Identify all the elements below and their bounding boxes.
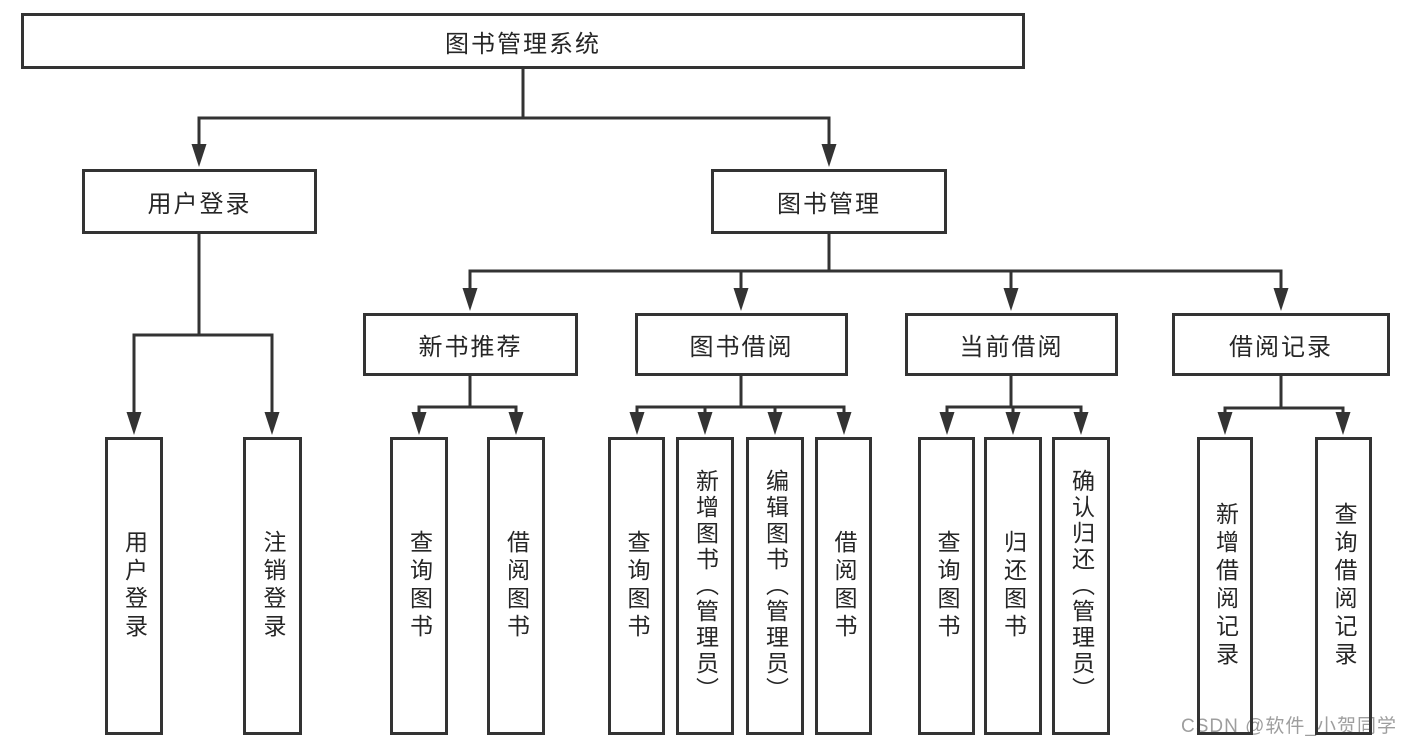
leaf-label: 查询借阅记录 — [1331, 502, 1357, 670]
leaf-label: 新增借阅记录 — [1212, 502, 1239, 670]
leaf-query-books-current: 查询图书 — [918, 437, 975, 735]
leaf-label: 确认归还（管理员） — [1068, 469, 1095, 703]
leaf-label: 借阅图书 — [503, 530, 530, 642]
node-root: 图书管理系统 — [21, 13, 1025, 69]
leaf-label: 新增图书（管理员） — [692, 469, 719, 703]
node-current-borrow: 当前借阅 — [905, 313, 1118, 376]
node-borrow-records: 借阅记录 — [1172, 313, 1390, 376]
leaf-query-books-recommend: 查询图书 — [390, 437, 448, 735]
leaf-edit-book-admin: 编辑图书（管理员） — [746, 437, 804, 735]
leaf-add-book-admin: 新增图书（管理员） — [676, 437, 734, 735]
leaf-query-borrow-record: 查询借阅记录 — [1315, 437, 1372, 735]
leaf-label: 归还图书 — [1000, 530, 1027, 642]
leaf-label: 查询图书 — [406, 530, 433, 642]
leaf-borrow-books-recommend: 借阅图书 — [487, 437, 545, 735]
leaf-label: 编辑图书（管理员） — [762, 469, 789, 703]
leaf-logout: 注销登录 — [243, 437, 302, 735]
leaf-query-books-borrow: 查询图书 — [608, 437, 665, 735]
leaf-label: 注销登录 — [260, 530, 286, 642]
node-user-login: 用户登录 — [82, 169, 317, 234]
leaf-label: 借阅图书 — [831, 530, 857, 642]
leaf-user-login: 用户登录 — [105, 437, 163, 735]
leaf-add-borrow-record: 新增借阅记录 — [1197, 437, 1253, 735]
node-new-book-recommend: 新书推荐 — [363, 313, 578, 376]
leaf-return-book: 归还图书 — [984, 437, 1042, 735]
csdn-watermark: CSDN @软件_小贺同学 — [1181, 716, 1397, 737]
node-book-borrow: 图书借阅 — [635, 313, 848, 376]
leaf-label: 查询图书 — [934, 530, 960, 642]
leaf-confirm-return-admin: 确认归还（管理员） — [1052, 437, 1110, 735]
leaf-label: 查询图书 — [624, 530, 650, 642]
node-book-management: 图书管理 — [711, 169, 947, 234]
leaf-label: 用户登录 — [121, 530, 148, 642]
leaf-borrow-books: 借阅图书 — [815, 437, 872, 735]
